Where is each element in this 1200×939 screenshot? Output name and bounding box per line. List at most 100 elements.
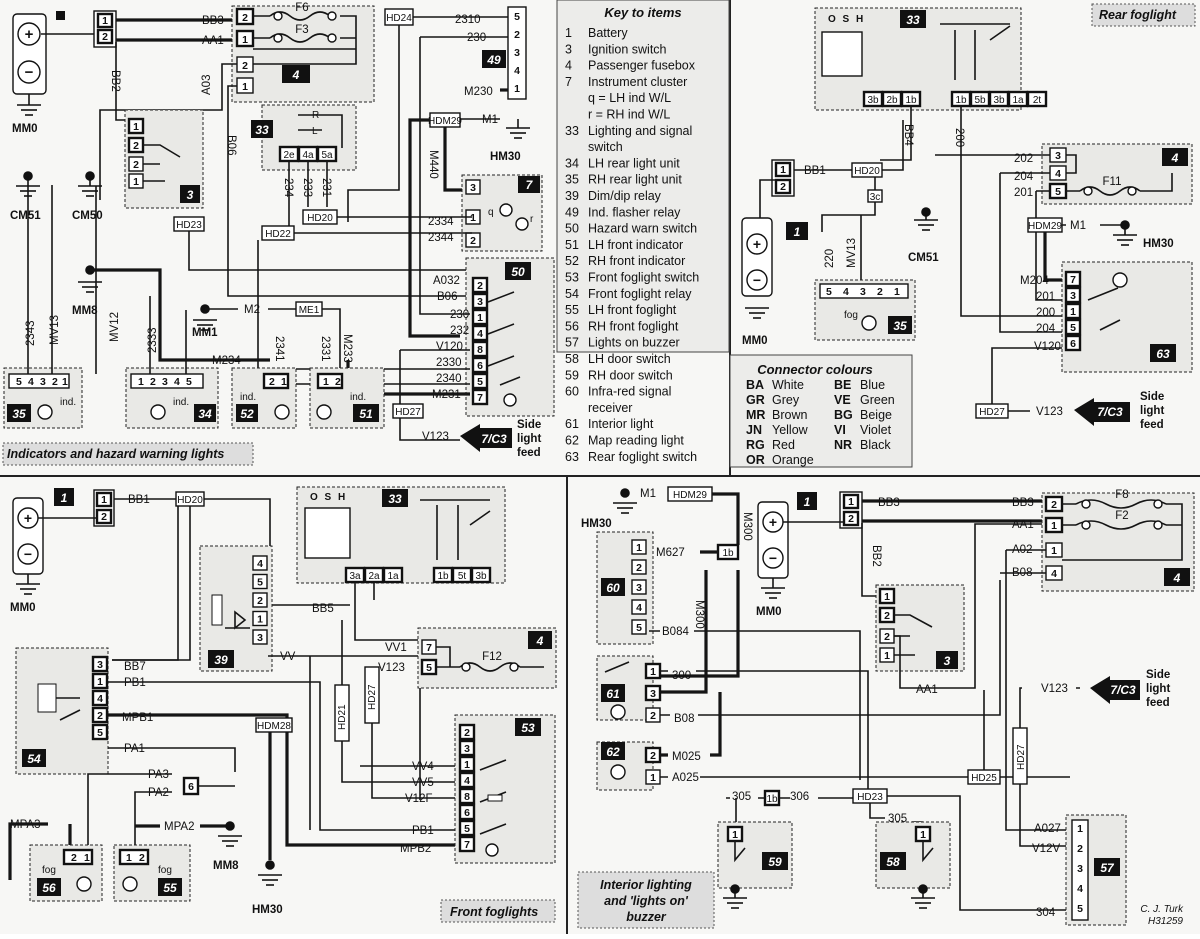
key-item-number: 33	[565, 124, 579, 138]
svg-text:2330: 2330	[436, 357, 462, 369]
svg-text:1: 1	[133, 121, 139, 133]
key-item-label: LH front foglight	[588, 303, 677, 317]
instrument-cluster-7: 3 1 2 q r 7	[461, 174, 543, 252]
battery-1-rear: + − 1	[741, 217, 808, 297]
svg-text:1: 1	[920, 829, 926, 841]
svg-text:+: +	[769, 514, 777, 530]
svg-text:F11: F11	[1103, 176, 1122, 188]
svg-text:F8: F8	[1115, 489, 1128, 501]
svg-text:BB2: BB2	[109, 70, 121, 92]
key-item-number: 35	[565, 173, 579, 187]
svg-text:3: 3	[650, 688, 656, 700]
key-item-label: Hazard warn switch	[588, 222, 697, 236]
svg-text:ind.: ind.	[240, 392, 256, 403]
key-item-label: r = RH ind W/L	[588, 108, 670, 122]
title-rear-foglight: Rear foglight	[1091, 3, 1196, 27]
key-item-number: 4	[565, 59, 572, 73]
svg-text:5a: 5a	[321, 150, 333, 161]
svg-text:56: 56	[42, 881, 56, 895]
svg-text:1: 1	[126, 852, 132, 864]
svg-text:2: 2	[335, 376, 341, 388]
svg-text:HD27: HD27	[979, 407, 1005, 418]
svg-text:Rear foglight: Rear foglight	[1099, 8, 1177, 22]
connector-pin	[1064, 334, 1082, 352]
svg-text:fog: fog	[158, 865, 172, 876]
svg-text:Side: Side	[517, 419, 541, 431]
colour-code: MR	[746, 408, 765, 422]
svg-text:5: 5	[426, 662, 432, 674]
key-item-label: Battery	[588, 26, 628, 40]
side-light-feed-arrow-c: 7/C3 Side light feed	[1090, 669, 1170, 709]
colour-code: BA	[746, 378, 764, 392]
svg-text:5: 5	[826, 286, 832, 298]
connector-pin	[458, 819, 476, 837]
svg-text:4: 4	[174, 376, 180, 388]
title-front-foglights: Front foglights	[440, 899, 556, 923]
key-item-number: 53	[565, 271, 579, 285]
svg-text:1: 1	[242, 34, 248, 46]
connector-pin-number: 6	[477, 360, 483, 372]
connector-pin-number: 6	[464, 807, 470, 819]
connector-pin-number: 7	[464, 839, 470, 851]
connector-pin	[471, 308, 489, 326]
connector-pin-number: 3	[257, 632, 263, 644]
svg-text:1: 1	[470, 212, 476, 224]
svg-text:2: 2	[242, 60, 248, 72]
svg-text:VV: VV	[280, 651, 296, 663]
svg-text:−: −	[25, 64, 34, 81]
svg-text:3b: 3b	[475, 571, 487, 582]
svg-text:2: 2	[470, 235, 476, 247]
svg-text:3: 3	[187, 188, 194, 202]
battery-1: + −	[12, 13, 47, 95]
connector-pin	[471, 292, 489, 310]
svg-text:light: light	[1146, 683, 1170, 695]
svg-text:HD21: HD21	[337, 704, 348, 730]
connector-pin-number: 5	[257, 577, 263, 589]
connector-pin	[458, 739, 476, 757]
key-item-label: LH rear light unit	[588, 156, 680, 170]
svg-text:233: 233	[301, 178, 313, 197]
svg-text:63: 63	[1156, 347, 1170, 361]
indicators-section: + − MM0 1 1 2 BB3 AA1 BB2 2 1 2 1 F6 F3	[3, 2, 555, 459]
connector-pin	[471, 388, 489, 406]
svg-text:1: 1	[1051, 545, 1057, 557]
svg-text:V120: V120	[1034, 341, 1061, 353]
svg-text:MM0: MM0	[10, 602, 36, 614]
key-item-label: Interior light	[588, 417, 654, 431]
key-item-label: Instrument cluster	[588, 75, 687, 89]
svg-text:M234: M234	[212, 355, 241, 367]
svg-text:1: 1	[323, 376, 329, 388]
svg-text:F2: F2	[1115, 510, 1128, 522]
key-item-number: 39	[565, 189, 579, 203]
svg-text:H31259: H31259	[1148, 916, 1183, 927]
svg-text:VV4: VV4	[412, 761, 434, 773]
connector-pin-number: 8	[477, 344, 483, 356]
svg-text:2: 2	[52, 376, 58, 388]
svg-text:1b: 1b	[905, 95, 917, 106]
svg-text:+: +	[25, 26, 34, 43]
svg-text:4: 4	[1051, 568, 1057, 580]
svg-text:3: 3	[162, 376, 168, 388]
svg-text:AA1: AA1	[1012, 519, 1034, 531]
svg-text:2: 2	[1077, 843, 1083, 855]
svg-text:V12F: V12F	[405, 793, 433, 805]
svg-text:200: 200	[1036, 307, 1055, 319]
colour-code: VI	[834, 423, 846, 437]
svg-text:5: 5	[16, 376, 22, 388]
rear-foglight-section: O S H 33 3b 2b 1b 1b 5b 3b 1a 2t BB4 200…	[741, 7, 1193, 431]
svg-text:B06: B06	[225, 135, 237, 155]
svg-text:3: 3	[470, 182, 476, 194]
key-item-label: Passenger fusebox	[588, 59, 696, 73]
connector-pin	[1064, 318, 1082, 336]
svg-text:7/C3: 7/C3	[481, 432, 507, 446]
svg-text:3c: 3c	[870, 192, 881, 203]
svg-text:BB5: BB5	[312, 603, 334, 615]
svg-text:M627: M627	[656, 547, 685, 559]
svg-text:5: 5	[514, 11, 520, 23]
connector-pin-number: 4	[636, 602, 642, 614]
key-item-number: 51	[565, 238, 579, 252]
connector-pin	[1064, 286, 1082, 304]
svg-text:ind.: ind.	[173, 397, 189, 408]
key-item-number: 61	[565, 417, 579, 431]
